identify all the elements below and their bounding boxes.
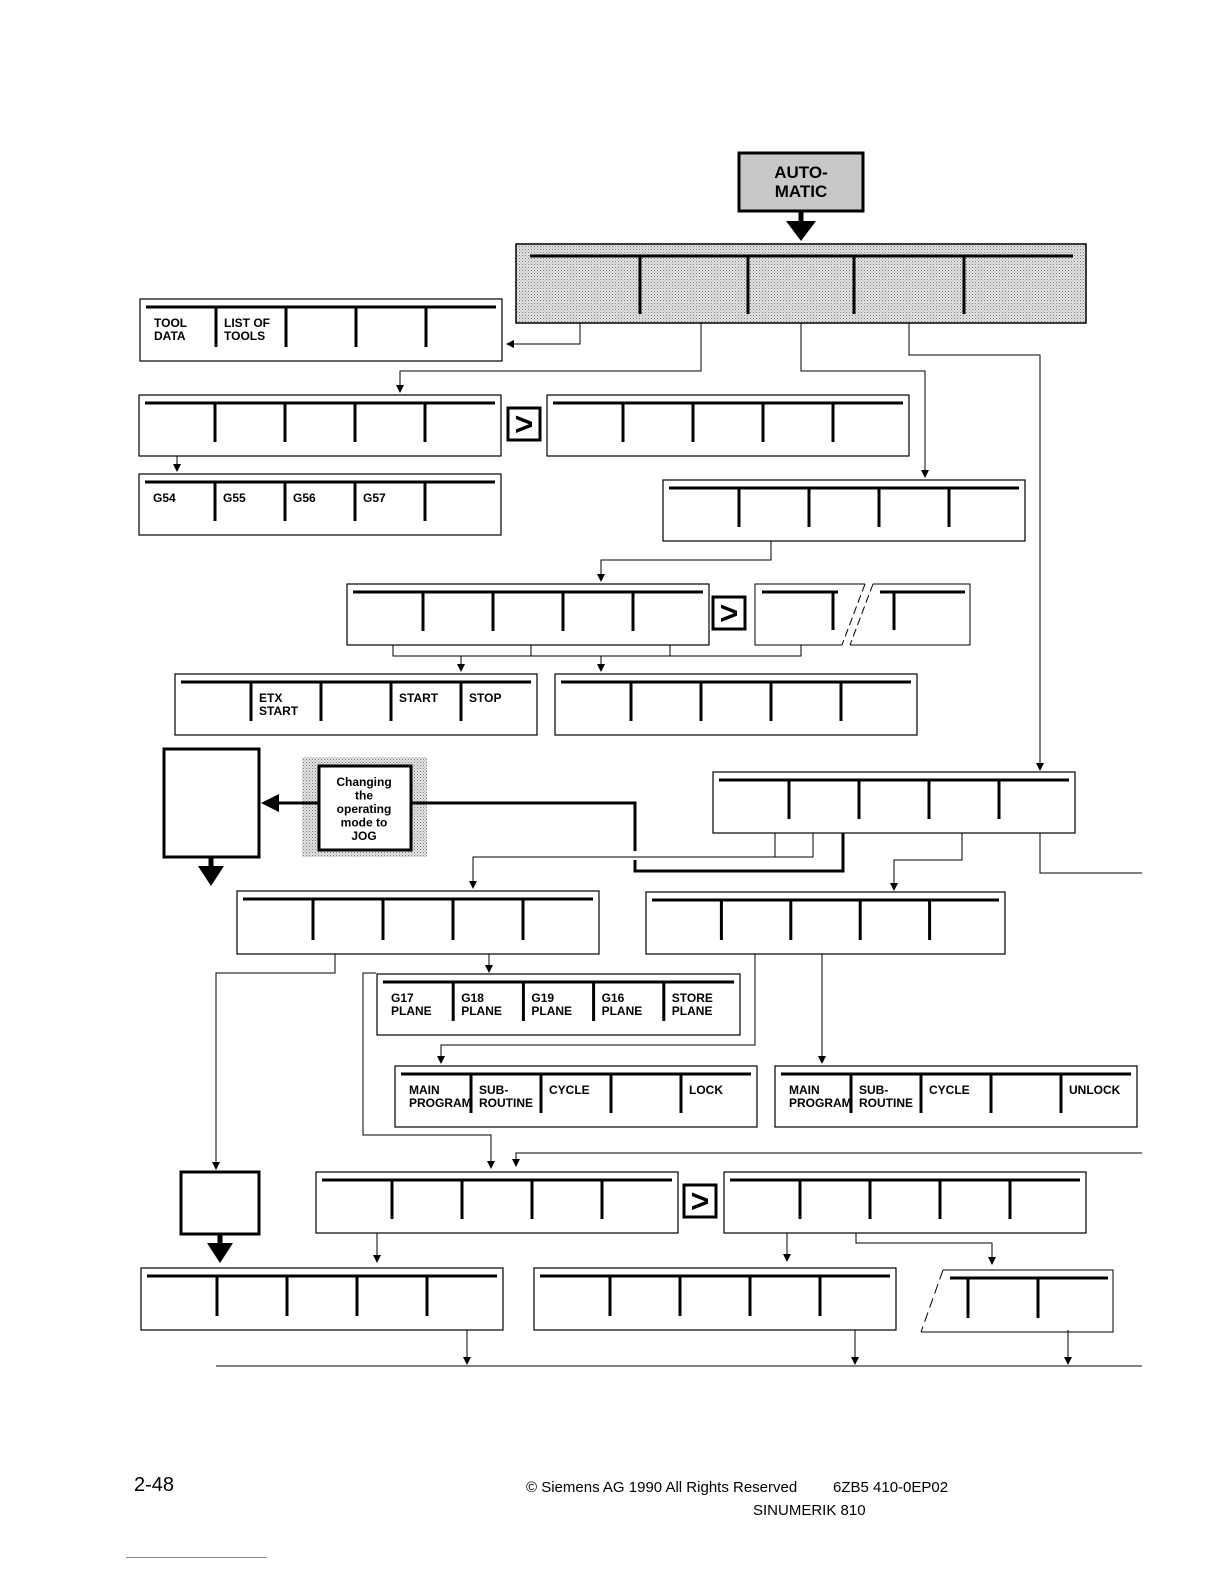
- plane-menu-key-2-label: PLANE: [461, 1004, 502, 1018]
- jog-connector: [261, 794, 845, 873]
- lock-menu-key-2-label: ROUTINE: [479, 1096, 533, 1110]
- unlock-menu-key-3-label: CYCLE: [929, 1083, 970, 1097]
- plane-menu-key-4-label: PLANE: [602, 1004, 643, 1018]
- partial-menu-upper: [754, 583, 971, 646]
- plane-menu-key-4-label: G16: [602, 991, 625, 1005]
- lock-menu-key-5-label: LOCK: [689, 1083, 723, 1097]
- automatic-mode-key[interactable]: AUTO- MATIC: [737, 151, 865, 213]
- main-softkey-bar[interactable]: [515, 243, 1087, 324]
- left-mid-menu[interactable]: [236, 890, 600, 955]
- unlock-menu-key-5-label: UNLOCK: [1069, 1083, 1121, 1097]
- automatic-down-arrow: [786, 211, 816, 241]
- lower-menu-ext[interactable]: [723, 1171, 1087, 1234]
- start-stop-menu-key-4-label: START: [399, 691, 439, 705]
- page-link-underline: [126, 1557, 267, 1558]
- continue-symbol: >: [720, 595, 739, 631]
- jog-text-line-5: JOG: [351, 829, 376, 843]
- unlock-menu-key-2-label: SUB-: [859, 1083, 888, 1097]
- unlock-menu-key-1-label: PROGRAM: [789, 1096, 852, 1110]
- connector-lines: [176, 323, 1142, 1367]
- work-menu[interactable]: [138, 394, 502, 457]
- automatic-label-line1: AUTO-: [774, 163, 828, 182]
- softkey-bars: [138, 298, 1138, 1331]
- sub-menu-b[interactable]: [554, 673, 918, 736]
- screen-box-large: [162, 747, 261, 886]
- tool-menu-key-2-label: LIST OF: [224, 316, 270, 330]
- bottom-menu-2[interactable]: [533, 1267, 897, 1331]
- tool-menu-key-2-label: TOOLS: [224, 329, 265, 343]
- zero-offset-menu-key-3-label: G56: [293, 491, 316, 505]
- copyright-notice: © Siemens AG 1990 All Rights Reserved: [526, 1479, 798, 1496]
- plane-menu-key-3-label: G19: [531, 991, 554, 1005]
- program-menu[interactable]: [662, 479, 1026, 542]
- start-stop-menu-key-2-label: ETX: [259, 691, 282, 705]
- unlock-menu-key-2-label: ROUTINE: [859, 1096, 913, 1110]
- continue-symbol: >: [691, 1183, 710, 1219]
- continue-key-3: >: [682, 1183, 718, 1219]
- plane-menu-key-1-label: G17: [391, 991, 414, 1005]
- start-stop-menu-key-2-label: START: [259, 704, 299, 718]
- continue-key-2: >: [711, 595, 747, 631]
- jog-text-line-1: Changing: [336, 775, 391, 789]
- product-name: SINUMERIK 810: [753, 1502, 866, 1519]
- automatic-label-line2: MATIC: [775, 182, 828, 201]
- jog-text-line-3: operating: [337, 802, 392, 816]
- arrow-heads: [173, 340, 1072, 1365]
- work-menu-ext[interactable]: [546, 394, 910, 457]
- lock-menu-key-1-label: PROGRAM: [409, 1096, 472, 1110]
- right-menu[interactable]: [712, 771, 1076, 834]
- page-number: 2-48: [134, 1474, 175, 1496]
- lock-menu-key-3-label: CYCLE: [549, 1083, 590, 1097]
- lower-menu[interactable]: [315, 1171, 679, 1234]
- zero-offset-menu-key-2-label: G55: [223, 491, 246, 505]
- plane-menu-key-5-label: PLANE: [672, 1004, 713, 1018]
- continue-key-1: >: [506, 406, 542, 442]
- screen-box-small: [179, 1170, 261, 1263]
- zero-offset-menu-key-1-label: G54: [153, 491, 176, 505]
- zero-offset-menu-key-4-label: G57: [363, 491, 386, 505]
- plane-menu[interactable]: [376, 973, 741, 1036]
- lock-menu[interactable]: [394, 1065, 758, 1128]
- plane-menu-key-2-label: G18: [461, 991, 484, 1005]
- partial-menu-lower: [920, 1269, 1114, 1333]
- unlock-menu-key-1-label: MAIN: [789, 1083, 820, 1097]
- jog-text-line-4: mode to: [341, 816, 388, 830]
- plane-menu-key-1-label: PLANE: [391, 1004, 432, 1018]
- lock-menu-key-1-label: MAIN: [409, 1083, 440, 1097]
- jog-text-line-2: the: [355, 789, 373, 803]
- lock-menu-key-2-label: SUB-: [479, 1083, 508, 1097]
- continue-symbol: >: [515, 406, 534, 442]
- bottom-menu-1[interactable]: [140, 1267, 504, 1331]
- zero-offset-menu[interactable]: [138, 473, 502, 536]
- start-stop-menu-key-5-label: STOP: [469, 691, 501, 705]
- tool-menu-key-1-label: TOOL: [154, 316, 187, 330]
- tool-menu[interactable]: [139, 298, 503, 362]
- plane-menu-key-5-label: STORE: [672, 991, 713, 1005]
- start-stop-menu[interactable]: [174, 673, 538, 736]
- sub-menu[interactable]: [346, 583, 710, 646]
- unlock-menu[interactable]: [774, 1065, 1138, 1128]
- plane-menu-key-3-label: PLANE: [531, 1004, 572, 1018]
- continue-keys: > > >: [506, 406, 747, 1219]
- right-mid-menu[interactable]: [645, 891, 1006, 955]
- tool-menu-key-1-label: DATA: [154, 329, 186, 343]
- document-code: 6ZB5 410-0EP02: [833, 1479, 949, 1496]
